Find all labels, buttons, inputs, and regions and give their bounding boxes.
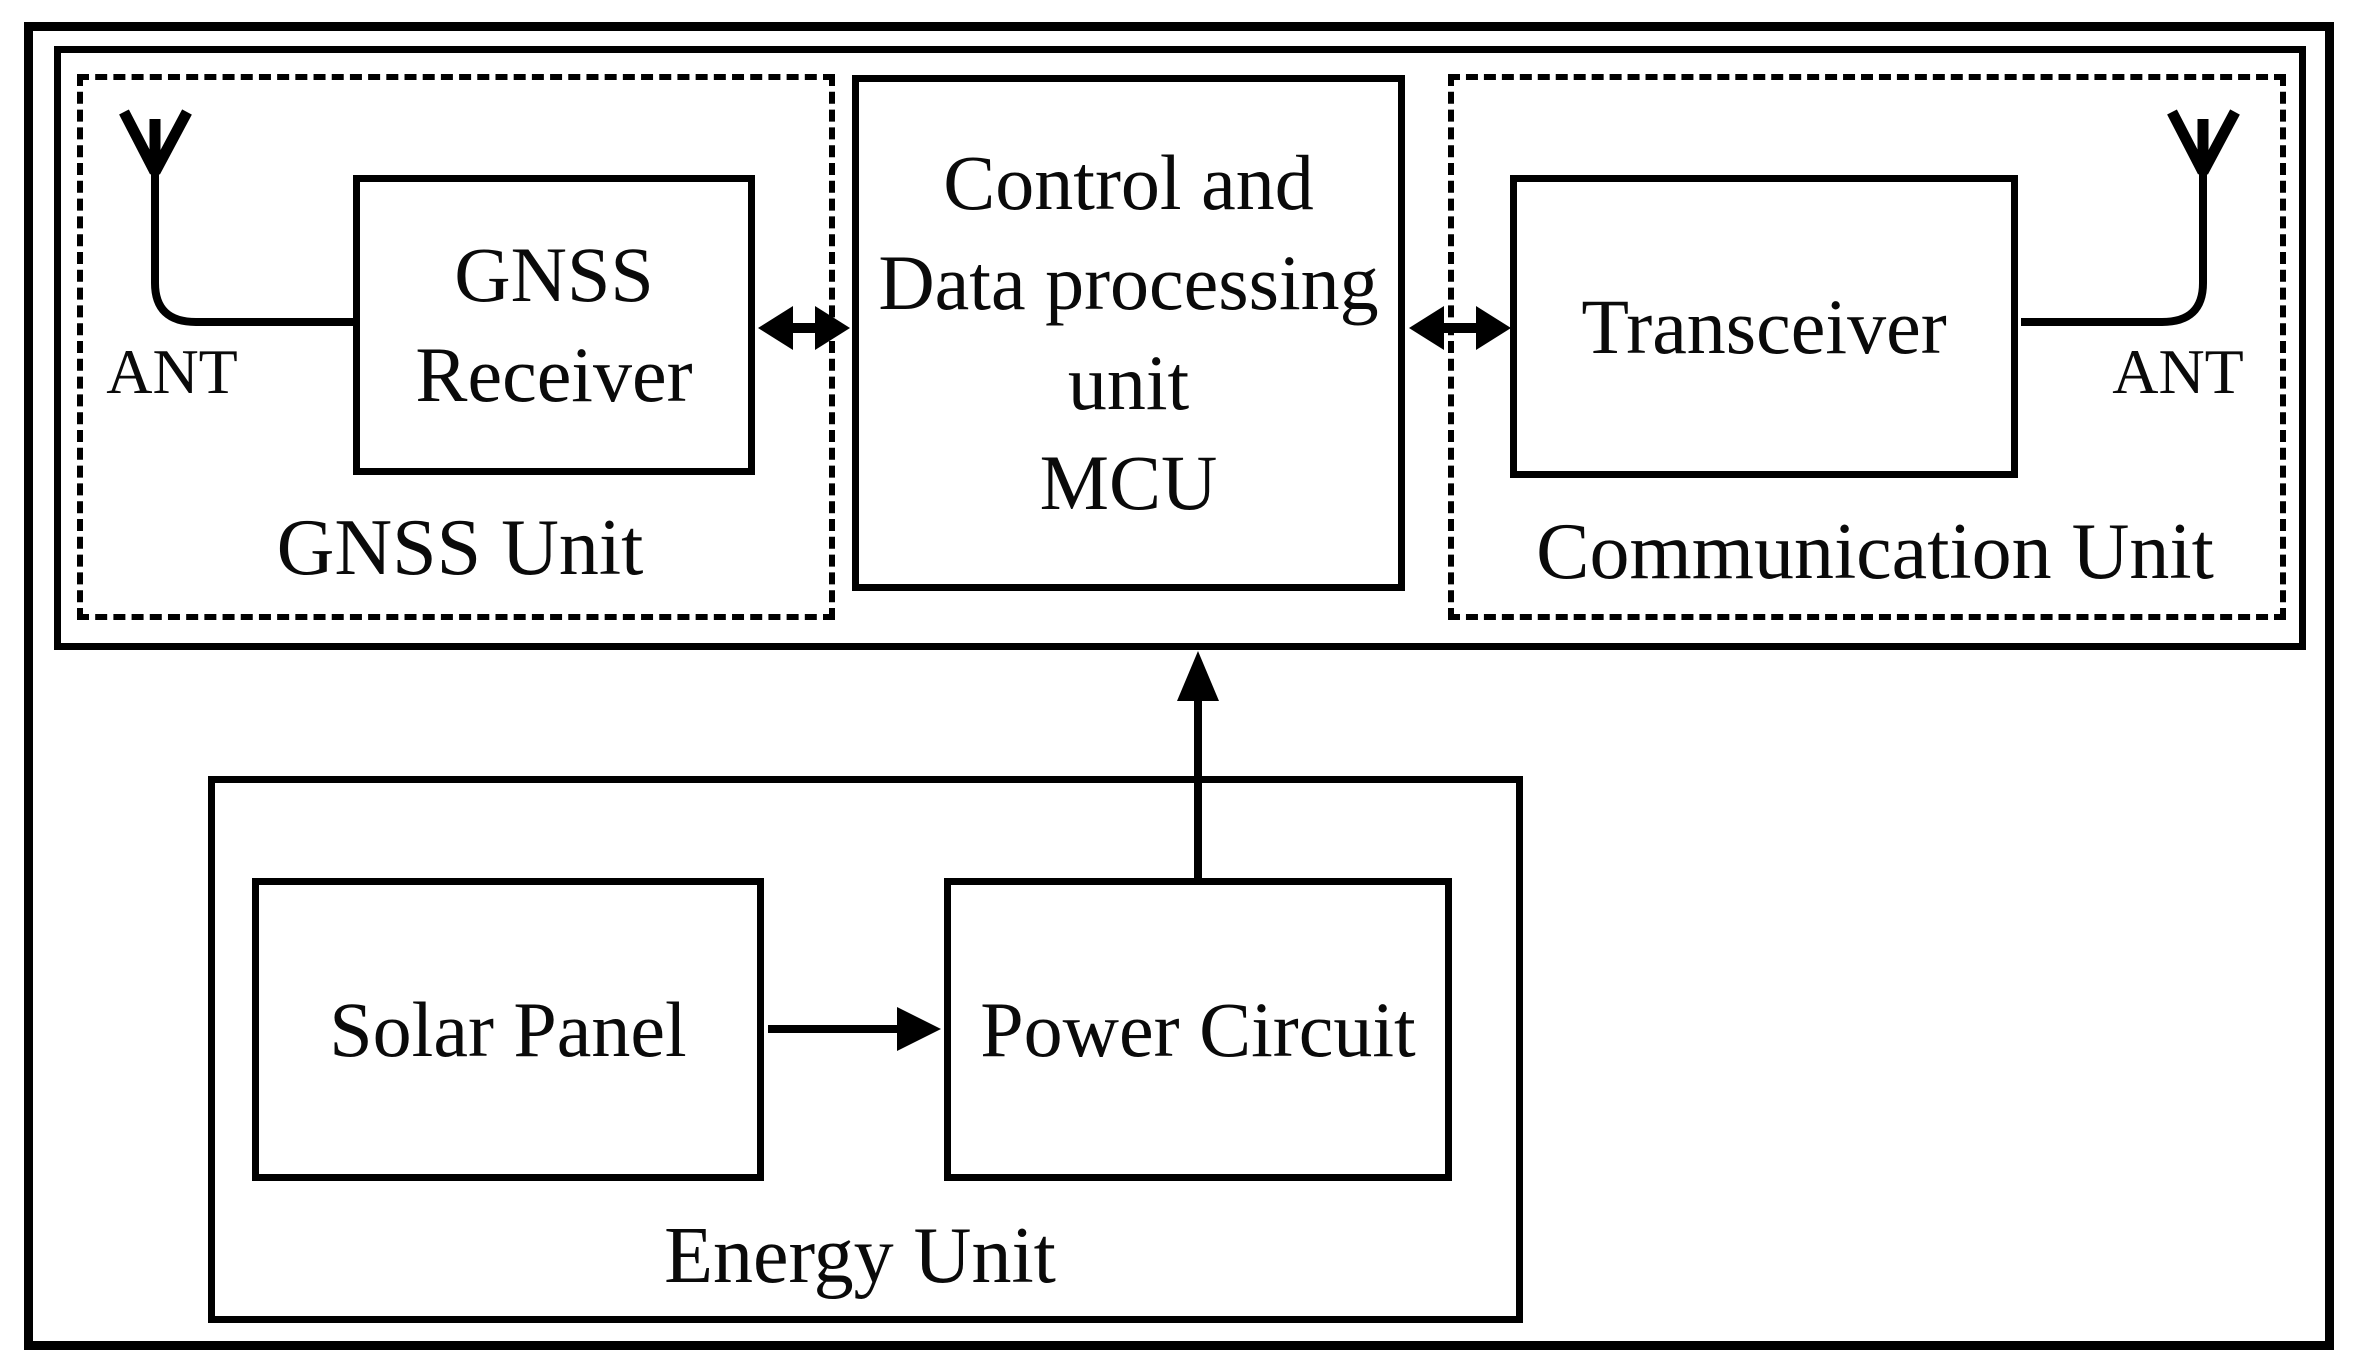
- gnss-receiver-label-line2: Receiver: [415, 331, 693, 418]
- gnss-receiver-label-line1: GNSS: [454, 231, 654, 318]
- energy-unit-label: Energy Unit: [664, 1212, 1056, 1300]
- mcu-label-line4: MCU: [1039, 439, 1218, 526]
- gnss-unit-label: GNSS Unit: [276, 504, 644, 592]
- communication-unit-label: Communication Unit: [1536, 508, 2214, 596]
- solar-panel-label: Solar Panel: [329, 985, 687, 1073]
- gnss-receiver-box: GNSS Receiver: [353, 175, 755, 475]
- communication-unit-group: [1448, 74, 2286, 620]
- top-section-frame: [54, 46, 2306, 650]
- energy-unit-box: [208, 776, 1523, 1323]
- communication-antenna-label: ANT: [2112, 336, 2244, 407]
- transceiver-box: Transceiver: [1510, 175, 2018, 478]
- mcu-label-line1: Control and: [943, 139, 1314, 226]
- solar-panel-box: Solar Panel: [252, 878, 764, 1181]
- gnss-antenna-label: ANT: [106, 336, 238, 407]
- transceiver-label: Transceiver: [1581, 282, 1947, 370]
- power-circuit-label: Power Circuit: [980, 985, 1416, 1073]
- power-circuit-box: Power Circuit: [944, 878, 1452, 1181]
- mcu-box: Control and Data processing unit MCU: [852, 75, 1405, 591]
- mcu-label-line2: Data processing: [878, 239, 1379, 326]
- outer-border: [24, 22, 2334, 1350]
- mcu-label-line3: unit: [1067, 339, 1190, 426]
